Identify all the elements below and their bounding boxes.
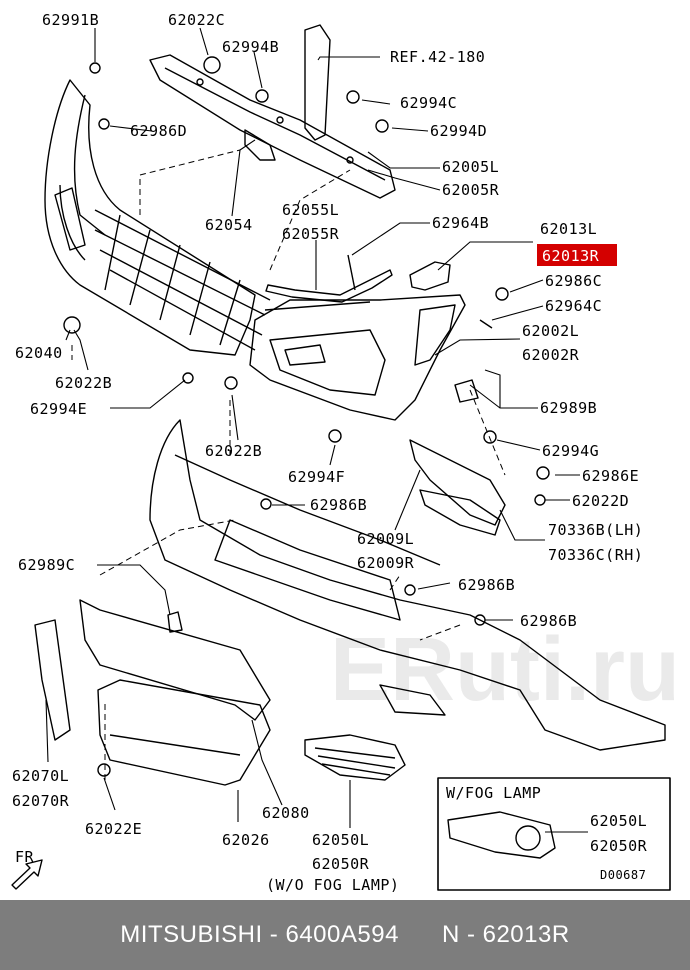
label-62050l: 62050L [312, 831, 369, 849]
label-62022b-upper: 62022B [55, 374, 112, 392]
label-62022d: 62022D [572, 492, 629, 510]
dashed-guides [71, 149, 506, 780]
label-62022e: 62022E [85, 820, 142, 838]
label-62026: 62026 [222, 831, 270, 849]
label-62050r: 62050R [312, 855, 370, 873]
footer-separator: - [262, 921, 286, 948]
label-62009r: 62009R [357, 554, 415, 572]
label-62080: 62080 [262, 804, 310, 822]
absorber-62026 [97, 679, 271, 786]
highlight-62013r [537, 244, 617, 266]
upper-bracket-62054 [149, 54, 396, 199]
grille-62040 [44, 79, 271, 356]
label-70336b: 70336B(LH) [548, 521, 643, 539]
label-62991b: 62991B [42, 11, 99, 29]
fr-arrow [11, 859, 43, 890]
label-62986c: 62986C [545, 272, 602, 290]
label-62070l: 62070L [12, 767, 69, 785]
label-62055l: 62055L [282, 201, 339, 219]
molding-62055 [265, 269, 393, 303]
label-62986b-lower: 62986B [520, 612, 577, 630]
label-62002r: 62002R [522, 346, 580, 364]
label-fr: FR [15, 848, 35, 866]
label-70336c: 70336C(RH) [548, 546, 643, 564]
bumper-face-62002 [249, 294, 466, 421]
lower-bumper [149, 419, 666, 751]
footer-part-number: 62013R [482, 921, 570, 948]
label-62994d: 62994D [430, 122, 487, 140]
label-62013l: 62013L [540, 220, 597, 238]
label-62005r: 62005R [442, 181, 500, 199]
label-62986b-mid: 62986B [458, 576, 515, 594]
part-labels: 62991B 62022C 62994B REF.42-180 62994C 6… [12, 11, 648, 894]
label-62964c: 62964C [545, 297, 602, 315]
label-62964b: 62964B [432, 214, 489, 232]
parts-drawing [11, 24, 671, 891]
fog-cover-62050 [304, 734, 406, 781]
label-62994f: 62994F [288, 468, 345, 486]
label-62002l: 62002L [522, 322, 579, 340]
label-62994b: 62994B [222, 38, 279, 56]
label-62009l: 62009L [357, 530, 414, 548]
label-62013r: 62013R [542, 247, 600, 265]
leader-lines [45, 27, 588, 833]
label-62070r: 62070R [12, 792, 70, 810]
parts-diagram: ERuti.ru [11, 11, 680, 894]
label-62986d: 62986D [130, 122, 187, 140]
label-inset-62050r: 62050R [590, 837, 648, 855]
label-62986b-upper: 62986B [310, 496, 367, 514]
label-62055r: 62055R [282, 225, 340, 243]
label-62054: 62054 [205, 216, 253, 234]
label-62986e: 62986E [582, 467, 639, 485]
label-62994e: 62994E [30, 400, 87, 418]
label-62989b: 62989B [540, 399, 597, 417]
svg-text:ERuti.ru: ERuti.ru [330, 620, 680, 720]
drawing-number: D00687 [600, 868, 646, 882]
bracket-62013 [409, 261, 451, 291]
label-62989c: 62989C [18, 556, 75, 574]
label-62005l: 62005L [442, 158, 499, 176]
label-62022b-mid: 62022B [205, 442, 262, 460]
ref-bar [304, 24, 331, 141]
footer-part-prefix: N - [441, 921, 483, 948]
label-62022c: 62022C [168, 11, 225, 29]
label-62994c: 62994C [400, 94, 457, 112]
label-62994g: 62994G [542, 442, 599, 460]
bracket-62009 [409, 439, 506, 526]
label-inset-62050l: 62050L [590, 812, 647, 830]
label-wo-fog-lamp: (W/O FOG LAMP) [266, 876, 399, 894]
footer-bar: MITSUBISHI - 6400A594 N - 62013R [0, 900, 690, 970]
watermark: ERuti.ru [330, 620, 680, 720]
reinforcement-62080 [79, 599, 271, 721]
footer-brand: MITSUBISHI [120, 921, 263, 948]
footer-gap [399, 921, 442, 949]
side-piece-62070 [34, 619, 71, 741]
footer-catalog-number: 6400A594 [285, 921, 399, 948]
inset-fog-cover [447, 811, 556, 859]
label-62040: 62040 [15, 344, 63, 362]
label-w-fog-lamp: W/FOG LAMP [446, 784, 541, 802]
fasteners [63, 56, 550, 777]
inset-box [437, 777, 671, 891]
label-ref-42-180: REF.42-180 [390, 48, 485, 66]
